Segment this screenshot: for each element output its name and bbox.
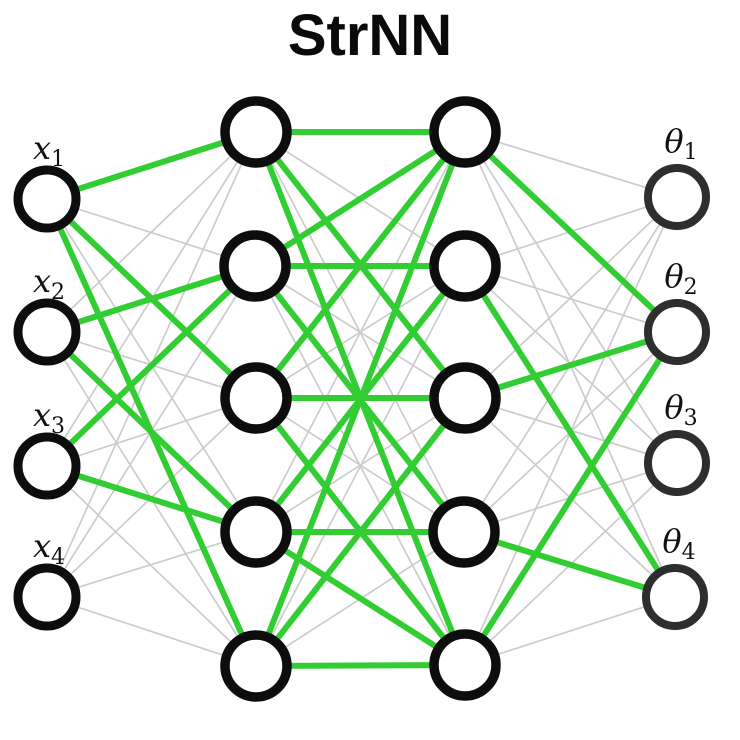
edge-active-h15-h21 — [253, 129, 468, 669]
diagram-title: StrNN — [287, 3, 453, 68]
label-x1: x1 — [33, 129, 65, 172]
edge-active-h24-t4 — [461, 529, 678, 600]
edge-active-x3-h14 — [44, 463, 259, 535]
node-h22 — [429, 230, 501, 302]
label-t4: θ4 — [662, 522, 695, 565]
edge-masked-x4-h14 — [46, 531, 257, 598]
node-x2 — [13, 298, 81, 366]
edge-active-h25-t2 — [462, 329, 680, 668]
node-x4 — [13, 563, 81, 631]
edge-masked-h25-t4 — [464, 596, 676, 666]
edge-masked-x4-h15 — [46, 596, 257, 667]
edge-active-h13-h21 — [253, 129, 468, 401]
label-x3: x3 — [33, 396, 65, 439]
edge-active-h15-h23 — [253, 395, 468, 669]
edge-active-x2-h14 — [44, 329, 259, 535]
node-h23 — [429, 362, 501, 434]
node-t4 — [642, 564, 708, 630]
node-h21 — [429, 96, 501, 168]
node-h25 — [429, 629, 501, 701]
node-h14 — [220, 496, 292, 568]
edge-masked-h14-h21 — [255, 131, 466, 533]
node-t3 — [644, 430, 710, 496]
edge-masked-h22-t2 — [464, 265, 678, 333]
node-t2 — [644, 299, 710, 365]
edge-active-h14-h25 — [253, 529, 468, 668]
node-x3 — [13, 432, 81, 500]
node-h13 — [220, 362, 292, 434]
node-h24 — [428, 496, 500, 568]
edge-masked-h23-t1 — [464, 196, 678, 399]
edge-masked-x2-h11 — [46, 131, 257, 333]
node-h11 — [220, 96, 292, 168]
edge-active-x1-h11 — [44, 129, 259, 202]
edge-active-h23-t2 — [462, 329, 680, 401]
edge-active-h22-t4 — [462, 263, 678, 600]
label-t1: θ1 — [664, 122, 697, 165]
edge-masked-x3-h15 — [46, 465, 257, 667]
node-h15 — [220, 630, 292, 702]
node-t1 — [644, 164, 710, 230]
label-t2: θ2 — [664, 257, 697, 300]
edge-active-x2-h12 — [44, 263, 258, 335]
edge-active-h21-t2 — [462, 129, 680, 335]
node-h12 — [219, 230, 291, 302]
edge-active-x3-h12 — [44, 263, 258, 469]
edge-active-h12-h21 — [252, 129, 468, 269]
label-x2: x2 — [33, 262, 65, 305]
label-x4: x4 — [33, 527, 65, 570]
label-t3: θ3 — [664, 388, 697, 431]
node-x1 — [13, 165, 81, 233]
edge-masked-h15-h22 — [255, 265, 466, 667]
edge-masked-h21-t1 — [464, 131, 678, 198]
